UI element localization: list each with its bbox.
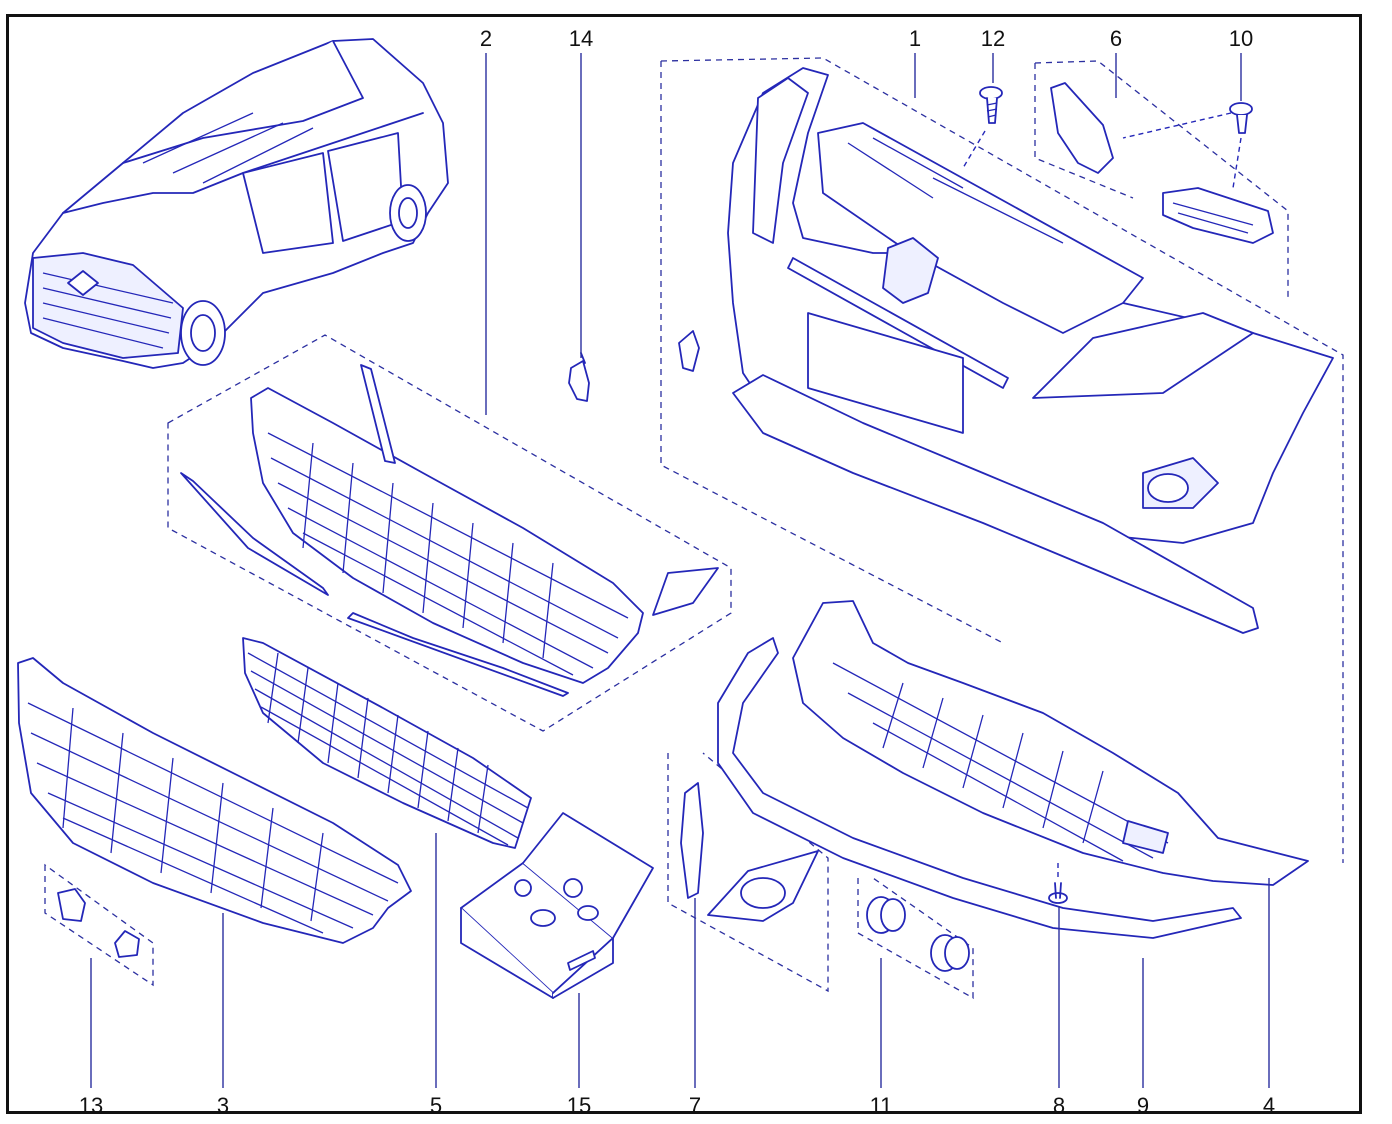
callout-10: 10 bbox=[1229, 26, 1253, 51]
clip-14 bbox=[568, 330, 700, 402]
undertray-shield bbox=[792, 600, 1309, 886]
fog-lamp-bezel-group bbox=[667, 752, 829, 993]
fastener-kit-box bbox=[460, 812, 654, 999]
screw-8 bbox=[1048, 863, 1068, 904]
front-bumper-group bbox=[660, 57, 1344, 863]
bracket-group bbox=[1034, 60, 1289, 298]
screw-12 bbox=[962, 86, 1003, 169]
callout-2: 2 bbox=[480, 26, 492, 51]
callout-8: 8 bbox=[1053, 1093, 1065, 1117]
callout-15: 15 bbox=[567, 1093, 591, 1117]
lower-spoiler-strip bbox=[717, 637, 1242, 939]
callout-1: 1 bbox=[909, 26, 921, 51]
diagram-frame: 1 2 3 4 5 6 7 8 9 10 11 12 13 14 15 bbox=[6, 14, 1362, 1117]
callout-9: 9 bbox=[1137, 1093, 1149, 1117]
mesh-grille bbox=[242, 637, 532, 849]
vehicle-overview bbox=[24, 38, 449, 369]
callout-6: 6 bbox=[1110, 26, 1122, 51]
callout-14: 14 bbox=[569, 26, 593, 51]
lower-grille bbox=[17, 657, 412, 944]
front-bumper-part bbox=[727, 67, 1334, 634]
parts-diagram: 1 2 3 4 5 6 7 8 9 10 11 12 13 14 15 bbox=[17, 26, 1344, 1117]
leader-lines bbox=[90, 53, 1270, 1088]
plug-caps bbox=[857, 877, 974, 1000]
callout-4: 4 bbox=[1263, 1093, 1275, 1117]
callout-12: 12 bbox=[981, 26, 1005, 51]
callout-labels: 1 2 3 4 5 6 7 8 9 10 11 12 13 14 15 bbox=[79, 26, 1275, 1117]
callout-3: 3 bbox=[217, 1093, 229, 1117]
callout-5: 5 bbox=[430, 1093, 442, 1117]
clips-13 bbox=[44, 863, 154, 987]
upper-grille-assembly bbox=[167, 334, 732, 732]
callout-11: 11 bbox=[870, 1093, 893, 1117]
callout-7: 7 bbox=[689, 1093, 701, 1117]
callout-13: 13 bbox=[79, 1093, 103, 1117]
